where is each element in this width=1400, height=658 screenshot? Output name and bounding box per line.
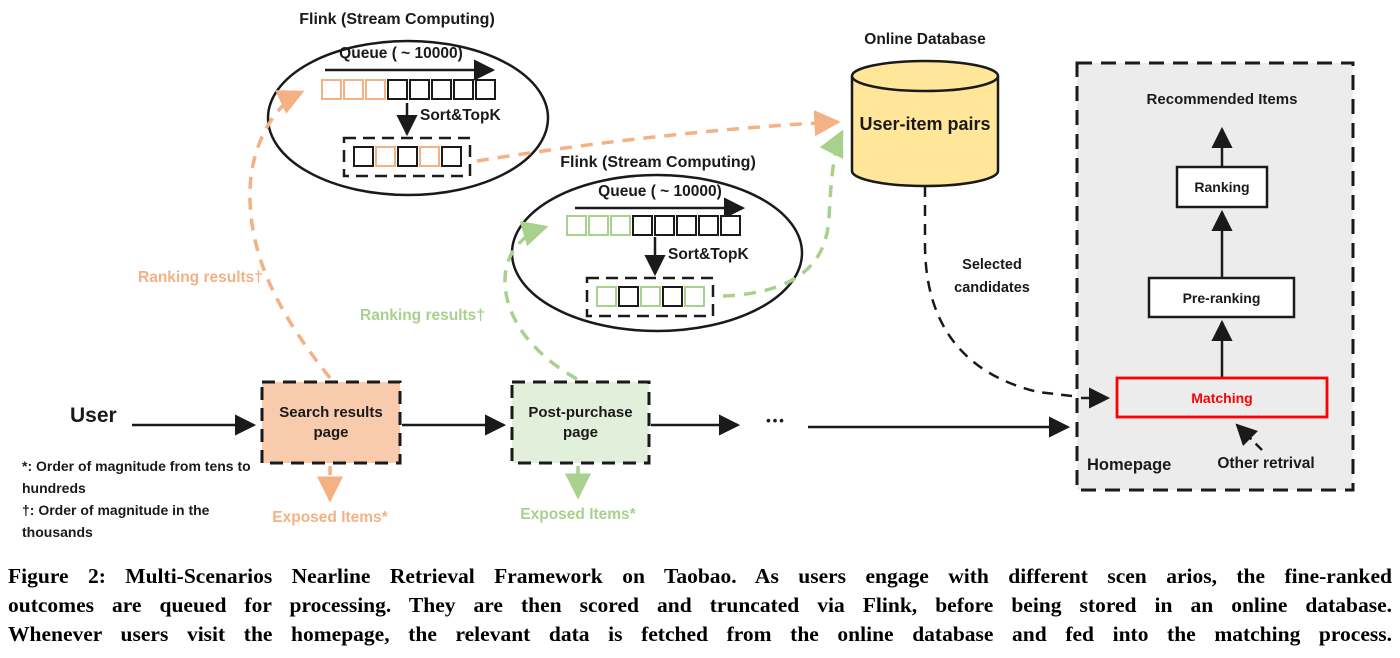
queue-item-square-black bbox=[387, 79, 408, 100]
queue-item-square-green bbox=[640, 286, 661, 307]
queue-item-square-black bbox=[698, 215, 719, 236]
selected-candidates-flow bbox=[923, 186, 1073, 398]
flink1-queue-label: Queue ( ~ 10000) bbox=[339, 45, 463, 62]
flink1-sort-label: Sort&TopK bbox=[420, 107, 501, 124]
other-retrieval-label: Other retrival bbox=[1217, 455, 1315, 472]
search-results-page-label: Search results page bbox=[279, 404, 383, 441]
queue-item-square-black bbox=[453, 79, 474, 100]
queue-item-square-orange bbox=[375, 146, 396, 167]
figure-caption: Figure 2: Multi-Scenarios Nearline Retri… bbox=[8, 562, 1392, 649]
queue-item-square-black bbox=[441, 146, 462, 167]
preranking-box bbox=[1147, 276, 1296, 319]
ranking-results-green-flow bbox=[503, 221, 578, 381]
ranking-results-green-label: Ranking results† bbox=[360, 307, 485, 324]
matching-box-label: Matching bbox=[1191, 389, 1253, 406]
preranking-box-label: Pre-ranking bbox=[1182, 289, 1261, 306]
queue-item-square-black bbox=[618, 286, 639, 307]
other-retrieval-arrow bbox=[1235, 423, 1263, 451]
flink2-title: Flink (Stream Computing) bbox=[560, 154, 756, 171]
flink2-to-database-flow bbox=[722, 129, 844, 298]
footnote-star: *: Order of magnitude from tens to hundr… bbox=[22, 458, 251, 496]
queue-item-square-black bbox=[353, 146, 374, 167]
queue-item-square-orange bbox=[419, 146, 440, 167]
caption-line-3: Whenever users visit the homepage, the r… bbox=[8, 622, 1392, 646]
queue-item-square-green bbox=[566, 215, 587, 236]
matching-box bbox=[1115, 376, 1329, 419]
footnote-dagger: †: Order of magnitude in the thousands bbox=[22, 502, 210, 540]
queue-item-square-green bbox=[596, 286, 617, 307]
queue-item-square-green bbox=[610, 215, 631, 236]
database-cylinder-body bbox=[850, 76, 1000, 188]
database-cylinder-top bbox=[850, 59, 1000, 93]
user-label: User bbox=[70, 404, 117, 427]
queue-item-square-black bbox=[662, 286, 683, 307]
queue-item-square-orange bbox=[365, 79, 386, 100]
flink1-title: Flink (Stream Computing) bbox=[299, 11, 495, 28]
exposed-items-orange-label: Exposed Items* bbox=[272, 509, 388, 526]
exposed-items-green-label: Exposed Items* bbox=[520, 506, 636, 523]
flink1-to-database-flow bbox=[476, 110, 841, 163]
queue-item-square-green bbox=[588, 215, 609, 236]
footnotes: *: Order of magnitude from tens to hundr… bbox=[22, 455, 274, 543]
queue-item-square-green bbox=[684, 286, 705, 307]
caption-line-1: Figure 2: Multi-Scenarios Nearline Retri… bbox=[8, 564, 1392, 588]
queue-item-square-black bbox=[397, 146, 418, 167]
queue-item-square-black bbox=[676, 215, 697, 236]
post-purchase-page-label: Post-purchase page bbox=[528, 404, 633, 441]
homepage-panel bbox=[1075, 61, 1355, 492]
ellipsis-dots: ••• bbox=[766, 413, 786, 428]
flink2-queue-label: Queue ( ~ 10000) bbox=[598, 183, 722, 200]
queue-item-square-black bbox=[632, 215, 653, 236]
flink2-topk-box bbox=[585, 276, 715, 318]
caption-line-2: outcomes are queued for processing. They… bbox=[8, 593, 1392, 617]
post-purchase-page-box bbox=[510, 380, 651, 465]
ranking-box bbox=[1175, 165, 1269, 209]
flink2-queue-row bbox=[566, 215, 741, 236]
recommended-items-label: Recommended Items bbox=[1146, 91, 1298, 108]
queue-item-square-orange bbox=[343, 79, 364, 100]
ranking-box-label: Ranking bbox=[1194, 179, 1250, 195]
flink2-topk-row bbox=[596, 286, 705, 307]
flink1-topk-row bbox=[353, 146, 462, 167]
queue-item-square-black bbox=[654, 215, 675, 236]
search-results-page-box bbox=[260, 380, 402, 465]
flink1-queue-row bbox=[321, 79, 496, 100]
flink2-sort-label: Sort&TopK bbox=[668, 246, 749, 263]
database-title: Online Database bbox=[864, 31, 986, 48]
queue-item-square-black bbox=[720, 215, 741, 236]
flink1-topk-box bbox=[342, 136, 472, 178]
ranking-results-orange-label: Ranking results† bbox=[138, 269, 263, 286]
selected-candidates-label: Selected candidates bbox=[954, 257, 1030, 297]
database-content-label: User-item pairs bbox=[859, 114, 991, 134]
queue-item-square-black bbox=[431, 79, 452, 100]
queue-item-square-orange bbox=[321, 79, 342, 100]
homepage-label: Homepage bbox=[1087, 456, 1172, 474]
queue-item-square-black bbox=[409, 79, 430, 100]
queue-item-square-black bbox=[475, 79, 496, 100]
